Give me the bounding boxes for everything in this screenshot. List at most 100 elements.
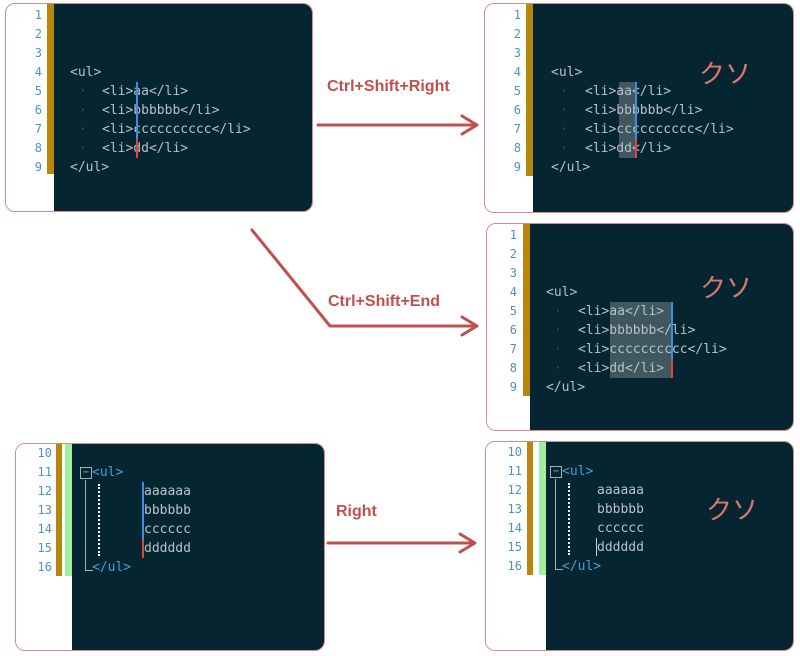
line-number: 14	[37, 522, 52, 536]
line-number-gutter: 1 2 3 4 5 6 7 8 9	[487, 224, 521, 430]
text-caret	[596, 538, 597, 556]
code-line: <ul>	[92, 463, 123, 482]
whitespace-dot: ·	[79, 122, 87, 137]
change-marker-bar	[527, 442, 533, 575]
line-number: 4	[509, 285, 517, 299]
code-line: <li>bbbbbb</li>	[585, 103, 703, 118]
code-line: <ul>	[562, 462, 593, 481]
code-line: <li>cccccccccc</li>	[578, 342, 727, 357]
line-number: 11	[507, 464, 522, 478]
whitespace-dot: ·	[560, 84, 568, 99]
panel-before-right: 10 11 12 13 14 15 16 − <ul> aaaaaa bbbbb…	[15, 443, 325, 651]
ul-close-tag: </ul>	[92, 560, 132, 575]
editor-area[interactable]: − <ul> aaaaaa bbbbbb cccccc dddddd </ul>	[72, 444, 324, 650]
line-number: 12	[507, 483, 522, 497]
line-number: 4	[34, 65, 42, 79]
code-line: bbbbbb	[144, 503, 191, 518]
code-line: <li>cccccccccc</li>	[102, 122, 251, 137]
line-number: 2	[34, 27, 42, 41]
line-number: 6	[509, 323, 517, 337]
line-number: 3	[509, 266, 517, 280]
line-number: 5	[34, 84, 42, 98]
whitespace-dot: ·	[79, 103, 87, 118]
indent-guide	[568, 483, 570, 555]
line-number: 7	[509, 342, 517, 356]
line-number-gutter: 10 11 12 13 14 15 16	[486, 442, 526, 650]
whitespace-dot: ·	[560, 103, 568, 118]
line-number: 9	[513, 160, 521, 174]
code-line: cccccc	[597, 521, 644, 536]
fold-bracket-end	[85, 570, 93, 571]
code-line: <li>bbbbbb</li>	[102, 103, 220, 118]
label-right: Right	[336, 503, 377, 520]
line-number: 15	[37, 541, 52, 555]
column-selection	[610, 302, 672, 378]
multi-caret	[671, 302, 673, 359]
multi-caret	[142, 482, 144, 539]
line-number: 7	[513, 122, 521, 136]
fold-toggle-icon[interactable]: −	[550, 466, 562, 478]
primary-caret	[671, 359, 673, 378]
line-number: 13	[507, 502, 522, 516]
line-number: 10	[37, 446, 52, 460]
change-marker-bar	[47, 4, 54, 174]
fold-bracket	[85, 480, 86, 570]
code-line: bbbbbb	[597, 502, 644, 517]
line-number: 9	[34, 160, 42, 174]
editor-area[interactable]: <ul> · · · · <li>aa</li> <li>bbbbbb</li>…	[533, 4, 793, 212]
whitespace-dot: ·	[560, 141, 568, 156]
line-number: 7	[34, 122, 42, 136]
code-line: <li>aa</li>	[578, 304, 665, 319]
whitespace-dot: ·	[554, 361, 562, 376]
line-number: 9	[509, 380, 517, 394]
code-line: cccccc	[144, 522, 191, 537]
fold-bracket	[555, 479, 556, 569]
code-line: aaaaaa	[144, 484, 191, 499]
arrow-right	[326, 532, 477, 554]
code-line: </ul>	[70, 160, 110, 175]
line-number: 8	[34, 141, 42, 155]
code-line: aaaaaa	[597, 483, 644, 498]
arrow-ctrl-shift-end	[250, 228, 479, 337]
line-number: 16	[37, 560, 52, 574]
line-number: 4	[513, 65, 521, 79]
editor-area[interactable]: <ul> · · · · <li>aa</li> <li>bbbbbb</li>…	[530, 224, 793, 430]
line-number: 5	[509, 304, 517, 318]
code-line: <li>dd</li>	[578, 361, 665, 376]
panel-ctrl-shift-end: 1 2 3 4 5 6 7 8 9 <ul> · · · · <li>aa</l…	[486, 223, 794, 431]
line-number: 12	[37, 484, 52, 498]
line-number: 16	[507, 559, 522, 573]
label-ctrl-shift-end: Ctrl+Shift+End	[328, 293, 441, 310]
arrow-ctrl-shift-right	[316, 114, 479, 136]
whitespace-dot: ·	[560, 122, 568, 137]
line-number: 3	[34, 46, 42, 60]
editor-area[interactable]: <ul> · · · · <li>aa</li> <li>bbbbbb</li>…	[54, 4, 312, 211]
editor-area[interactable]: − <ul> aaaaaa bbbbbb cccccc dddddd </ul>…	[546, 442, 793, 650]
line-number: 6	[513, 103, 521, 117]
whitespace-dot: ·	[79, 141, 87, 156]
column-selection	[619, 82, 635, 158]
change-marker-bar	[526, 4, 533, 176]
saved-marker-bar	[539, 442, 546, 575]
primary-caret	[635, 139, 637, 158]
line-number: 1	[509, 228, 517, 242]
line-number: 1	[513, 8, 521, 22]
line-number: 3	[513, 46, 521, 60]
whitespace-dot: ·	[554, 304, 562, 319]
code-line: </ul>	[546, 380, 586, 395]
ul-open-tag: <ul>	[562, 464, 594, 479]
fold-toggle-icon[interactable]: −	[80, 467, 92, 479]
saved-marker-bar	[65, 444, 72, 576]
change-marker-bar	[523, 224, 530, 396]
annotation-text: クソ	[699, 60, 752, 90]
code-line: <li>cccccccccc</li>	[585, 122, 734, 137]
code-line: </ul>	[562, 557, 601, 576]
change-marker-bar	[56, 444, 62, 576]
multi-caret	[635, 82, 637, 139]
ul-close-tag: </ul>	[562, 559, 602, 574]
line-number: 11	[37, 465, 52, 479]
line-number: 10	[507, 445, 522, 459]
line-number: 2	[509, 247, 517, 261]
code-line: <ul>	[70, 65, 102, 80]
line-number: 5	[513, 84, 521, 98]
